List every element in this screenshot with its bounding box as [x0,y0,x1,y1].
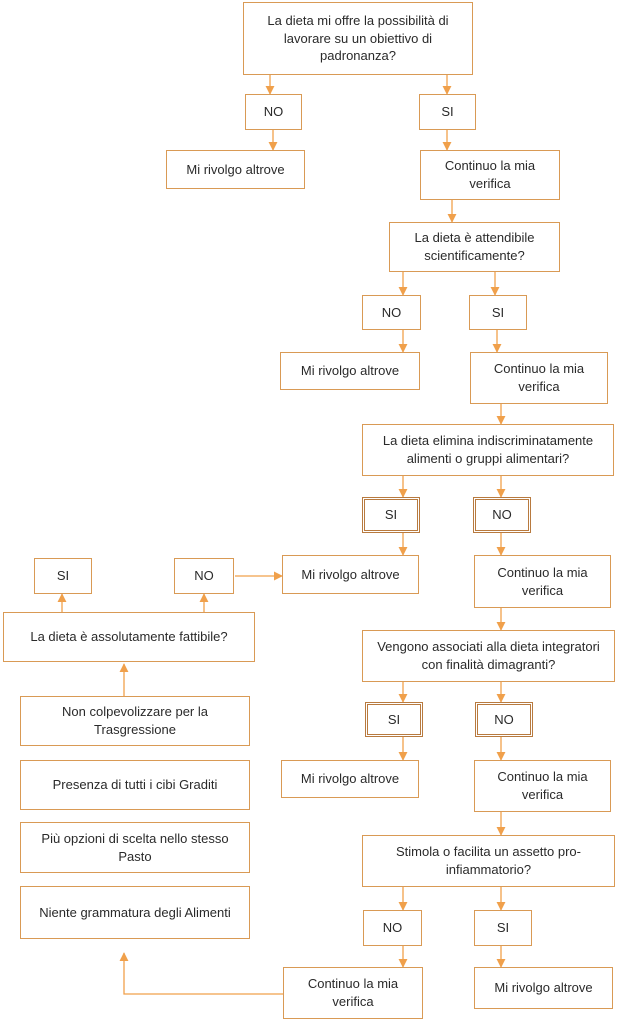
criterion-niente-grammatura: Niente grammatura degli Alimenti [20,886,250,939]
answer-si-q1: SI [419,94,476,130]
criterion-piu-opzioni: Più opzioni di scelta nello stesso Pasto [20,822,250,873]
answer-si-q5: SI [474,910,532,946]
criterion-non-colpevolizzare: Non colpevolizzare per la Trasgressione [20,696,250,746]
question-padronanza: La dieta mi offre la possibilità di lavo… [243,2,473,75]
question-integratori: Vengono associati alla dieta integratori… [362,630,615,682]
outcome-mi-rivolgo-altrove-3: Mi rivolgo altrove [282,555,419,594]
outcome-mi-rivolgo-altrove-5: Mi rivolgo altrove [474,967,613,1009]
question-elimina-alimenti: La dieta elimina indiscriminatamente ali… [362,424,614,476]
answer-si-q3: SI [362,497,420,533]
continue-verifica-4: Continuo la mia verifica [474,760,611,812]
answer-no-q1: NO [245,94,302,130]
arrow-q5cont-criteria [119,952,283,995]
answer-no-q5: NO [363,910,422,946]
outcome-mi-rivolgo-altrove-4: Mi rivolgo altrove [281,760,419,798]
answer-no-q3: NO [473,497,531,533]
continue-verifica-2: Continuo la mia verifica [470,352,608,404]
question-attendibile: La dieta è attendibile scientificamente? [389,222,560,272]
answer-si-q6: SI [34,558,92,594]
question-pro-infiammatorio: Stimola o facilita un assetto pro-infiam… [362,835,615,887]
continue-verifica-5: Continuo la mia verifica [283,967,423,1019]
outcome-mi-rivolgo-altrove-2: Mi rivolgo altrove [280,352,420,390]
continue-verifica-3: Continuo la mia verifica [474,555,611,608]
question-fattibile: La dieta è assolutamente fattibile? [3,612,255,662]
answer-no-q4: NO [475,702,533,737]
outcome-mi-rivolgo-altrove-1: Mi rivolgo altrove [166,150,305,189]
continue-verifica-1: Continuo la mia verifica [420,150,560,200]
criterion-cibi-graditi: Presenza di tutti i cibi Graditi [20,760,250,810]
answer-si-q4: SI [365,702,423,737]
answer-no-q6: NO [174,558,234,594]
answer-no-q2: NO [362,295,421,330]
answer-si-q2: SI [469,295,527,330]
